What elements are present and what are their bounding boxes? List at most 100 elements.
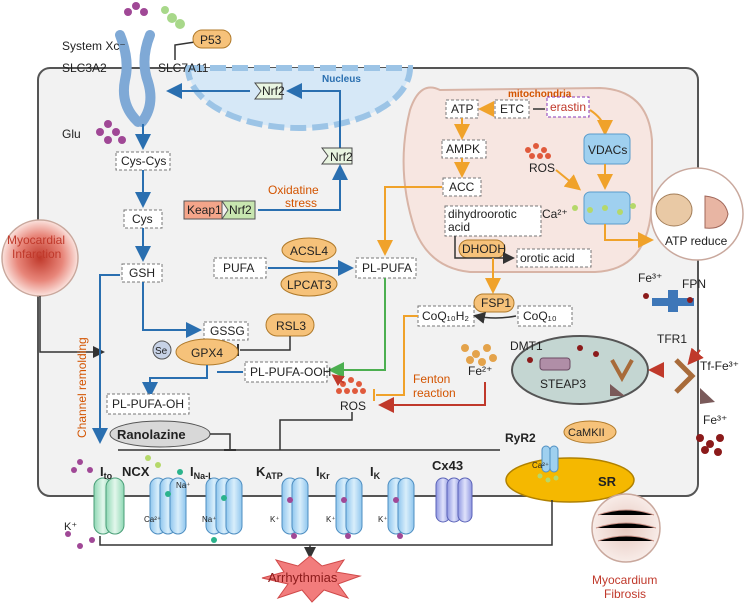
p53-inhibit-line	[174, 41, 196, 60]
coq10h2-inhibit-line	[376, 315, 418, 396]
cx43-label: Cx43	[432, 458, 463, 473]
etc-label: ETC	[500, 102, 524, 116]
gsh-label: GSH	[129, 266, 155, 280]
mi-line1: Myocardial	[7, 233, 65, 247]
k-plus-ik-label: K⁺	[378, 515, 388, 524]
erastin-to-vdac-arrow	[589, 109, 613, 136]
mi-to-channel-arrow	[39, 296, 105, 358]
camkii-pill	[563, 420, 617, 444]
dihydroorotic-line2: acid	[448, 220, 470, 234]
ca-plus-sr-label: Ca²⁺	[532, 461, 549, 470]
ina-l-channel	[205, 477, 243, 535]
glu-molecules	[161, 6, 185, 29]
se-label: Se	[155, 346, 168, 357]
ncx-channel	[149, 477, 187, 535]
cys-cys-box	[115, 151, 171, 171]
fsp1-pill	[473, 293, 515, 313]
nrf2-translocation-arrow	[286, 83, 341, 148]
gssg-box	[203, 321, 249, 341]
ion-dots	[65, 455, 403, 549]
coq10-label: CoQ₁₀	[523, 309, 557, 323]
camkii-label: CaMKII	[568, 427, 605, 439]
fpn-transporter	[652, 290, 694, 312]
lpcat3-pill	[280, 271, 338, 297]
rsl3-label: RSL3	[276, 319, 306, 333]
erastin-label: erastin	[550, 100, 586, 114]
atp-label: ATP	[451, 102, 473, 116]
cystine-molecules	[124, 2, 148, 16]
glu-label: Glu	[62, 127, 81, 141]
ros-main-label: ROS	[340, 399, 366, 413]
orotic-acid-label: orotic acid	[520, 251, 575, 265]
mitochondria-label: mitochondria	[508, 89, 572, 100]
ca-dots	[572, 203, 636, 215]
ik-label: IK	[370, 464, 381, 481]
pl-pufa-oh-box	[106, 393, 190, 415]
ampk-box	[441, 139, 487, 159]
dihydroorotic-box	[444, 205, 542, 237]
ryr2-channel-right	[549, 445, 559, 473]
fe-endosome-dots	[527, 345, 599, 363]
sr-organelle	[505, 457, 635, 503]
nrf2-nucleus-box	[254, 82, 283, 100]
ranolazine-inhibit-line	[210, 433, 231, 450]
keap1-label: Keap1	[187, 203, 222, 217]
gsh-to-gssg-arrow	[142, 282, 202, 338]
ca2-label: Ca²⁺	[542, 207, 568, 221]
sr-label: SR	[598, 474, 617, 489]
arrhythmias-burst	[261, 555, 362, 603]
gsh-to-ito-arrow	[92, 274, 120, 444]
acsl4-pill	[281, 237, 337, 263]
dmt1-label: DMT1	[510, 339, 543, 353]
fenton-line1: Fenton	[413, 372, 450, 386]
fenton-arrow	[378, 382, 486, 413]
fibrosis-texture	[595, 509, 657, 542]
sr-ca-dots	[537, 473, 559, 483]
fpn-label: FPN	[682, 277, 706, 291]
na-plus-ncx-label: Na⁺	[176, 481, 190, 490]
tfr1-receptor	[674, 358, 696, 394]
ros-to-ooh-arrow	[331, 374, 345, 387]
dihydroorotic-line1: dihydroorotic	[448, 207, 517, 221]
erastin-box	[546, 96, 590, 118]
gssg-label: GSSG	[210, 324, 245, 338]
slc3a2-label: SLC3A2	[62, 61, 107, 75]
ampk-label: AMPK	[446, 142, 480, 156]
ikr-label: IKr	[316, 464, 330, 481]
lpcat3-label: LPCAT3	[287, 278, 332, 292]
fibrosis-line1: Myocardium	[592, 573, 657, 587]
p53-label: P53	[200, 33, 222, 47]
tf-triangle-icon	[700, 388, 715, 404]
channel-remolding-label: Channel remolding	[75, 337, 89, 438]
pl-pufa-ooh-box	[244, 361, 328, 383]
etc-box	[494, 99, 530, 119]
katp-channel	[281, 477, 309, 535]
dhodh-label: DHODH	[462, 242, 506, 256]
nrf2-keap-box	[221, 200, 256, 220]
system-xc-label: System Xc⁻	[62, 39, 126, 53]
ito-label: Ito	[100, 464, 113, 481]
pl-pufa-oh-label: PL-PUFA-OH	[112, 397, 184, 411]
rsl3-inhibit-line	[240, 336, 291, 351]
acsl4-label: ACSL4	[290, 244, 328, 258]
fe3-top-label: Fe³⁺	[638, 271, 662, 285]
fe-triangle-icon	[610, 384, 625, 396]
ranolazine-label: Ranolazine	[117, 427, 186, 442]
ros-to-channels-line	[279, 412, 353, 450]
oxidative-stress-line1: Oxidatine	[268, 183, 319, 197]
pl-pufa-label: PL-PUFA	[362, 261, 412, 275]
ca-plus-ncx-label: Ca²⁺	[144, 515, 161, 524]
vdacs-label: VDACs	[588, 143, 627, 157]
ros-mito-cluster	[525, 143, 551, 159]
acc-label: ACC	[449, 180, 475, 194]
fpn-fe-dots	[643, 293, 693, 303]
fsp1-label: FSP1	[481, 296, 511, 310]
arrhythmias-label: Arrhythmias	[268, 570, 338, 585]
ros-mito-label: ROS	[529, 161, 555, 175]
k-plus-label: K⁺	[64, 521, 77, 533]
tf-fe3-label: Tf-Fe³⁺	[700, 359, 739, 373]
acc-to-plpufa-arrow	[377, 186, 442, 256]
coq10-box	[517, 305, 573, 327]
tf-fe-bind-arrow	[687, 347, 704, 366]
atp-reduce-circle	[650, 167, 744, 261]
